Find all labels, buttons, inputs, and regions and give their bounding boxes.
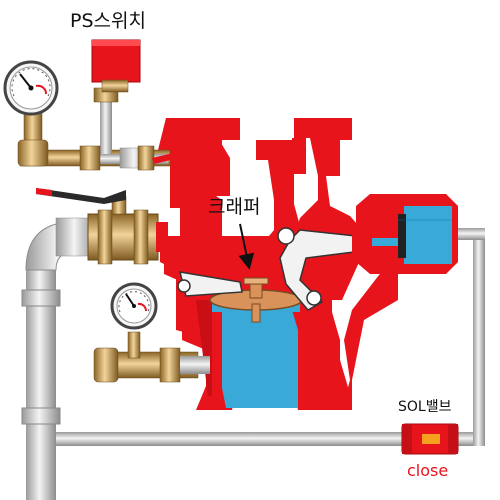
main-ball-valve [36, 188, 168, 265]
valve-outlet-opening [240, 108, 292, 140]
clapper-pointer-arrow [238, 223, 255, 270]
pressure-switch [91, 39, 141, 93]
solenoid-line [56, 228, 485, 446]
solenoid-valve [401, 423, 459, 455]
lower-gauge-trim [93, 331, 210, 383]
solenoid-valve-label: SOL밸브 [398, 399, 452, 415]
upper-pressure-gauge [3, 60, 59, 116]
pressure-switch-label: PS스위치 [70, 10, 146, 32]
clapper [209, 277, 303, 323]
clapper-label: 크래퍼 [208, 196, 261, 218]
riser-pipe [21, 221, 97, 500]
solenoid-state-label: close [407, 461, 449, 480]
pressure-chamber [352, 194, 458, 274]
lower-pressure-gauge [110, 282, 158, 330]
pressure-switch-trim [17, 87, 188, 171]
